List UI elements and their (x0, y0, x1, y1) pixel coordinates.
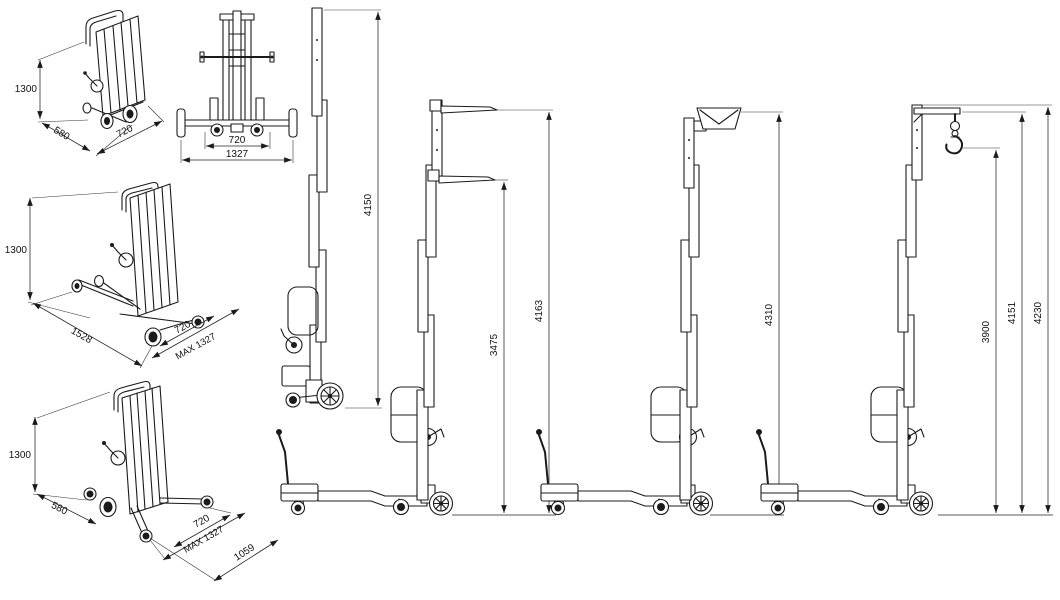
view-mast-extended: 4150 (280, 7, 382, 410)
dim-label-front-overall: 1327 (226, 149, 249, 160)
dim-fork-upper-height: 4163 (497, 109, 553, 513)
dim-folded-depth: 580 (41, 122, 91, 152)
dim-label-cradle-height: 4310 (764, 303, 775, 326)
cradle-mast (679, 117, 700, 501)
dim-label-overall-height: 4230 (1033, 301, 1044, 324)
view-hook-extended: 3900 4151 4230 (755, 104, 1053, 516)
mast-extended-machine (280, 7, 344, 410)
dim-fork-lower-height: 3475 (489, 179, 508, 513)
wheel (93, 274, 105, 288)
dim-stabilized-height: 1300 (9, 391, 111, 501)
wheel (176, 108, 186, 138)
jib-arm (913, 107, 961, 123)
dim-label-stabilized-outrigger: 1059 (232, 542, 257, 564)
dim-label-front-track: 720 (229, 135, 246, 146)
view-transport-iso: 1300 1528 720 MAX 1327 (5, 181, 240, 369)
dim-front-track: 720 (204, 132, 271, 149)
dim-label-stabilized-depth: 580 (49, 500, 69, 518)
dim-label-folded-depth: 580 (51, 125, 71, 143)
forks-mast (416, 99, 443, 501)
front-machine (176, 10, 298, 138)
dim-transport-height: 1300 (5, 191, 119, 319)
dim-label-mast-height: 4150 (363, 193, 374, 216)
dim-label-transport-height: 1300 (5, 245, 28, 256)
view-stabilized-iso: 1300 580 720 MAX 1327 1059 (9, 380, 279, 582)
view-forks-extended: 3475 4163 (275, 99, 556, 516)
dim-label-folded-height: 1300 (15, 84, 38, 95)
dim-label-hook-height: 3900 (981, 320, 992, 343)
dim-mast-height: 4150 (324, 9, 382, 409)
view-folded-iso: 1300 580 720 (15, 9, 165, 157)
view-cradle-extended: 4310 (535, 107, 784, 516)
dim-folded-height: 1300 (15, 41, 89, 123)
wheel (82, 102, 92, 114)
dim-label-jib-height: 4151 (1007, 301, 1018, 324)
dim-label-transport-length: 1528 (69, 326, 94, 347)
dim-hook-height: 3900 (962, 147, 1000, 513)
wheel (288, 108, 298, 138)
dim-label-transport-max-width: MAX 1327 (174, 331, 218, 362)
fork-lower (427, 169, 496, 184)
dim-front-overall: 1327 (180, 140, 294, 163)
dim-label-stabilized-height: 1300 (9, 450, 32, 461)
folded-machine (82, 9, 146, 130)
dim-label-stabilized-width: 720 (192, 513, 212, 531)
dim-label-fork-lower: 3475 (489, 333, 500, 356)
hook-mast (896, 104, 923, 501)
dim-transport-length: 1528 (30, 291, 153, 369)
dim-cradle-height: 4310 (741, 111, 783, 513)
dim-label-folded-width: 720 (115, 123, 135, 141)
dim-jib-height: 4151 (962, 111, 1026, 513)
dim-stabilized-outrigger: 1059 (149, 537, 279, 582)
fork-upper (429, 99, 498, 114)
hook-icon (945, 113, 964, 155)
dim-overall-height: 4230 (922, 104, 1052, 513)
stabilized-machine (83, 380, 214, 543)
view-front: 720 1327 (176, 10, 298, 163)
dim-label-fork-upper: 4163 (534, 299, 545, 322)
dim-label-stabilized-max-width: MAX 1327 (182, 524, 226, 556)
cradle-icon (693, 107, 742, 132)
